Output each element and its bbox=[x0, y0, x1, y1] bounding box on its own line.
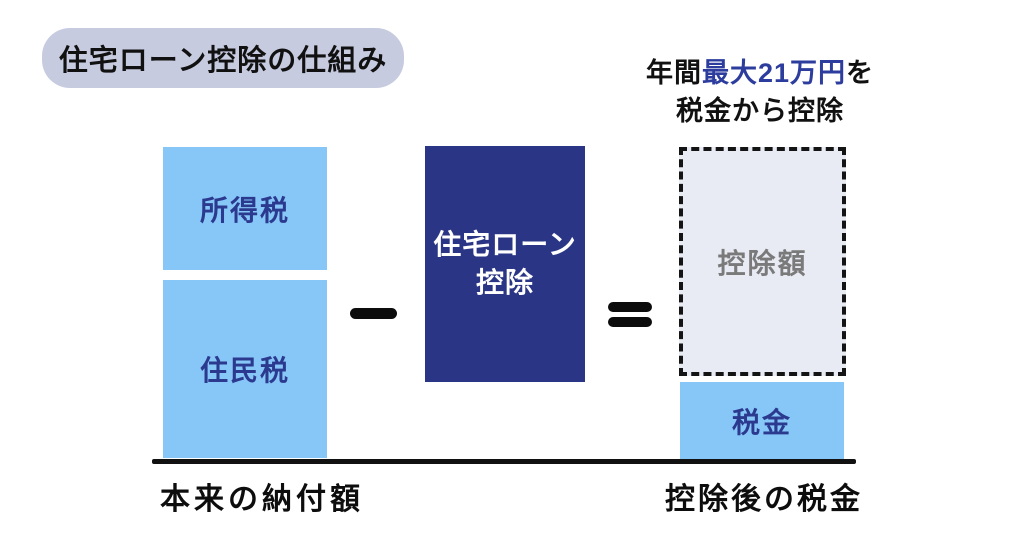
income-tax-box: 所得税 bbox=[163, 147, 327, 270]
remaining-tax-box: 税金 bbox=[680, 382, 844, 459]
resident-tax-label: 住民税 bbox=[199, 355, 290, 386]
annotation-line2: 税金から控除 bbox=[676, 96, 844, 126]
deduction-box-line1: 住宅ローン bbox=[433, 229, 577, 260]
annotation-highlight-amount: 最大21万円 bbox=[701, 58, 847, 88]
minus-operator-icon bbox=[350, 308, 397, 319]
deduction-amount-label: 控除額 bbox=[717, 247, 808, 279]
income-tax-label: 所得税 bbox=[199, 194, 290, 226]
deduction-box-line2: 控除 bbox=[475, 267, 534, 298]
resident-tax-box: 住民税 bbox=[163, 280, 327, 458]
equals-operator-icon bbox=[608, 302, 652, 312]
housing-loan-deduction-box: 住宅ローン 控除 bbox=[425, 146, 585, 382]
baseline-axis bbox=[152, 459, 856, 464]
caption-original-payment: 本来の納付額 bbox=[160, 483, 364, 516]
title-badge: 住宅ローン控除の仕組み bbox=[42, 28, 404, 88]
remaining-tax-label: 税金 bbox=[731, 406, 792, 438]
annotation-max-deduction: 年間最大21万円を 税金から控除 bbox=[610, 54, 910, 130]
annotation-line1-suffix: を bbox=[846, 58, 875, 88]
annotation-line1: 年間最大21万円を bbox=[610, 54, 910, 92]
caption-tax-after-deduction: 控除後の税金 bbox=[665, 483, 863, 516]
equals-operator-icon bbox=[608, 317, 652, 327]
diagram-title: 住宅ローン控除の仕組み bbox=[58, 45, 388, 77]
deduction-amount-box: 控除額 bbox=[679, 147, 846, 376]
annotation-line1-prefix: 年間 bbox=[645, 58, 702, 88]
